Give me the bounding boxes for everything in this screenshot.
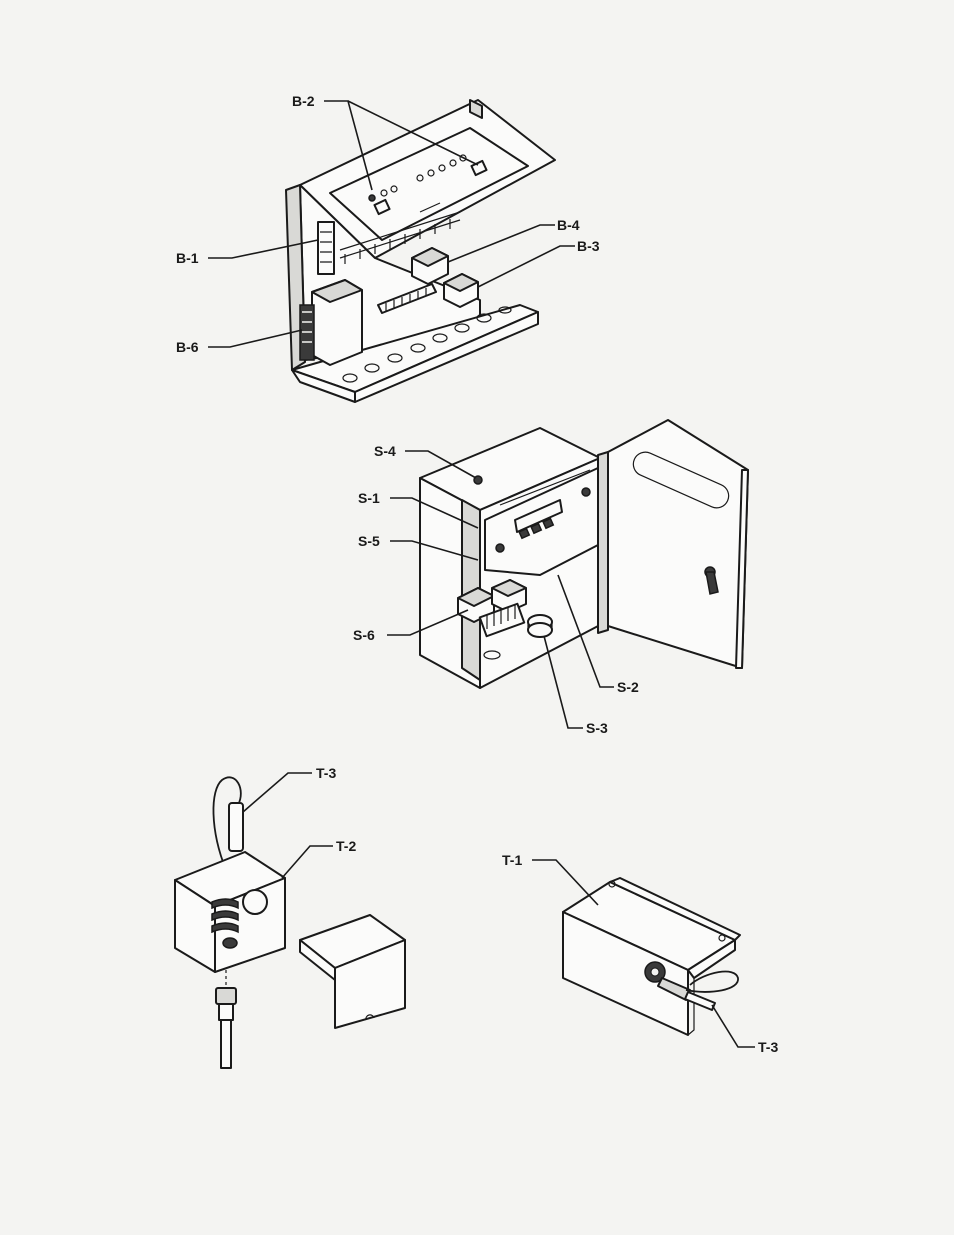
label-t-1: T-1 [502,852,522,868]
label-b-4: B-4 [557,217,580,233]
label-t-2: T-2 [336,838,356,854]
label-s-5: S-5 [358,533,380,549]
mounting-bracket-icon [563,878,740,1035]
junction-box-icon [175,852,285,972]
label-b-1: B-1 [176,250,199,266]
figure-b-board-enclosure: B-2 B-1 B-4 B-3 B-6 [176,93,600,402]
label-t-3-right: T-3 [758,1039,778,1055]
open-door-icon [608,420,748,668]
label-s-3: S-3 [586,720,608,736]
label-b-2: B-2 [292,93,315,109]
label-s-1: S-1 [358,490,380,506]
label-s-4: S-4 [374,443,396,459]
label-s-2: S-2 [617,679,639,695]
box-cover-icon [300,915,405,1028]
figure-s-control-cabinet: S-4 S-1 S-5 S-6 S-2 S-3 [353,420,748,736]
label-b-3: B-3 [577,238,600,254]
label-t-3-top: T-3 [316,765,336,781]
figure-t-bracket-thermostat: T-1 T-3 [502,852,778,1055]
figure-t-junction-box: T-3 T-2 [175,765,405,1068]
adjust-knob [528,615,552,637]
label-s-6: S-6 [353,627,375,643]
label-b-6: B-6 [176,339,199,355]
